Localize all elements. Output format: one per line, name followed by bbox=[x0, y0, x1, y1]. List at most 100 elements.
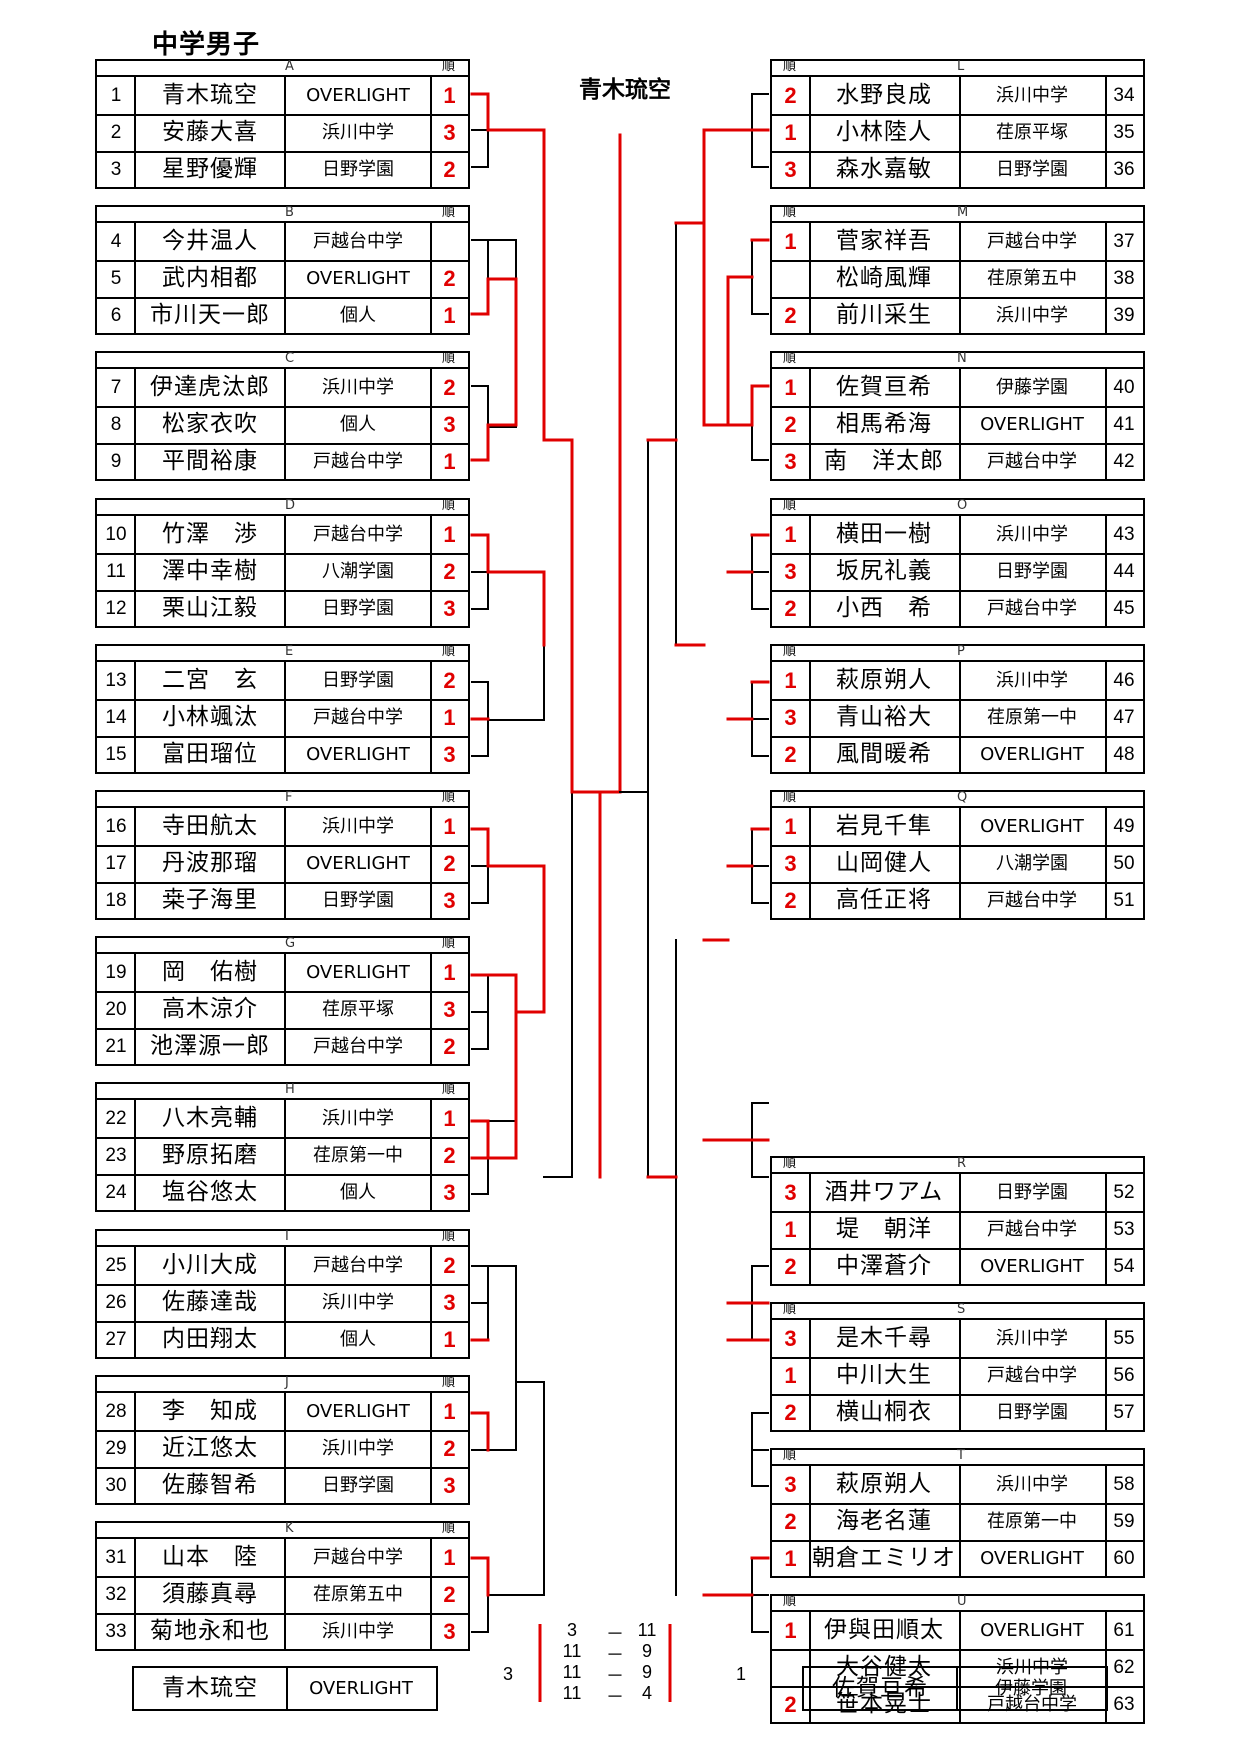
column-divider bbox=[959, 1174, 961, 1285]
rank-header: 順 bbox=[442, 205, 456, 220]
game-score-separator: － bbox=[606, 1624, 624, 1644]
school-name: 荏原第一中 bbox=[987, 707, 1077, 728]
school-name: 戸越台中学 bbox=[987, 231, 1077, 252]
entry-number: 13 bbox=[105, 670, 127, 691]
group-rank: 1 bbox=[784, 1217, 797, 1242]
row-divider bbox=[97, 553, 468, 555]
entry-number: 12 bbox=[105, 598, 127, 619]
group-rank: 3 bbox=[784, 705, 797, 730]
group-rank: 2 bbox=[443, 1582, 456, 1607]
school-name: 荏原第五中 bbox=[987, 268, 1077, 289]
school-name: 浜川中学 bbox=[996, 1474, 1068, 1495]
group-label: J bbox=[285, 1375, 289, 1390]
rank-header: 順 bbox=[442, 790, 456, 805]
player-name: 青木琉空 bbox=[162, 82, 258, 108]
row-divider bbox=[97, 1284, 468, 1286]
column-divider bbox=[430, 808, 432, 919]
column-divider bbox=[430, 1539, 432, 1650]
entry-number: 47 bbox=[1113, 707, 1135, 728]
rank-header: 順 bbox=[442, 1375, 456, 1390]
row-divider bbox=[97, 443, 468, 445]
rank-header: 順 bbox=[442, 1082, 456, 1097]
entry-number: 50 bbox=[1113, 853, 1135, 874]
column-divider bbox=[959, 662, 961, 773]
player-name: 平間裕康 bbox=[162, 448, 258, 474]
group-label: L bbox=[957, 59, 965, 74]
column-divider bbox=[959, 1466, 961, 1577]
column-divider bbox=[1105, 223, 1107, 334]
column-divider bbox=[430, 1393, 432, 1504]
entry-number: 31 bbox=[105, 1547, 127, 1568]
group-rank: 3 bbox=[784, 1326, 797, 1351]
entry-number: 60 bbox=[1113, 1548, 1135, 1569]
game-score-left: 3 bbox=[566, 1620, 577, 1640]
school-name: 個人 bbox=[340, 1329, 376, 1350]
entry-number: 9 bbox=[110, 451, 122, 472]
school-name: 戸越台中学 bbox=[987, 890, 1077, 911]
group-label: G bbox=[285, 936, 296, 951]
group-rank: 1 bbox=[784, 1546, 797, 1571]
player-name: 武内相都 bbox=[162, 265, 258, 291]
player-name: 佐藤達哉 bbox=[162, 1289, 258, 1315]
player-name: 佐賀亘希 bbox=[836, 374, 932, 400]
column-divider bbox=[284, 808, 286, 919]
school-name: 個人 bbox=[340, 1182, 376, 1203]
school-name: OVERLIGHT bbox=[980, 1256, 1084, 1277]
school-name: 日野学園 bbox=[322, 890, 394, 911]
group-rank: 2 bbox=[443, 1253, 456, 1278]
group-label: B bbox=[285, 205, 294, 220]
column-divider bbox=[809, 516, 811, 627]
group-rank: 3 bbox=[443, 120, 456, 145]
school-name: 戸越台中学 bbox=[313, 524, 403, 545]
player-name: 野原拓磨 bbox=[162, 1142, 258, 1168]
player-name: 坂尻礼義 bbox=[836, 558, 932, 584]
group-label: N bbox=[957, 351, 967, 366]
column-divider bbox=[959, 808, 961, 919]
column-divider bbox=[284, 516, 286, 627]
final-left-school: OVERLIGHT bbox=[309, 1678, 413, 1699]
player-name: 森水嘉敏 bbox=[836, 156, 932, 182]
group-rank: 2 bbox=[443, 1034, 456, 1059]
player-name: 風間暖希 bbox=[836, 741, 932, 767]
entry-number: 3 bbox=[110, 159, 122, 180]
player-name: 相馬希海 bbox=[836, 411, 932, 437]
school-name: 戸越台中学 bbox=[313, 707, 403, 728]
row-divider bbox=[97, 1576, 468, 1578]
rank-header: 順 bbox=[442, 1229, 456, 1244]
group-label: A bbox=[285, 59, 294, 74]
group-label: U bbox=[957, 1594, 967, 1609]
rank-header: 順 bbox=[783, 498, 797, 513]
group-rank: 2 bbox=[784, 596, 797, 621]
rank-header: 順 bbox=[783, 1448, 797, 1463]
rank-header: 順 bbox=[442, 1521, 456, 1536]
group-rank: 2 bbox=[784, 1254, 797, 1279]
final-right-games-won: 1 bbox=[736, 1664, 747, 1684]
row-divider bbox=[772, 699, 1143, 701]
group-rank: 2 bbox=[443, 668, 456, 693]
column-divider bbox=[1105, 1174, 1107, 1285]
group-rank: 1 bbox=[443, 522, 456, 547]
game-score-separator: － bbox=[606, 1687, 624, 1707]
